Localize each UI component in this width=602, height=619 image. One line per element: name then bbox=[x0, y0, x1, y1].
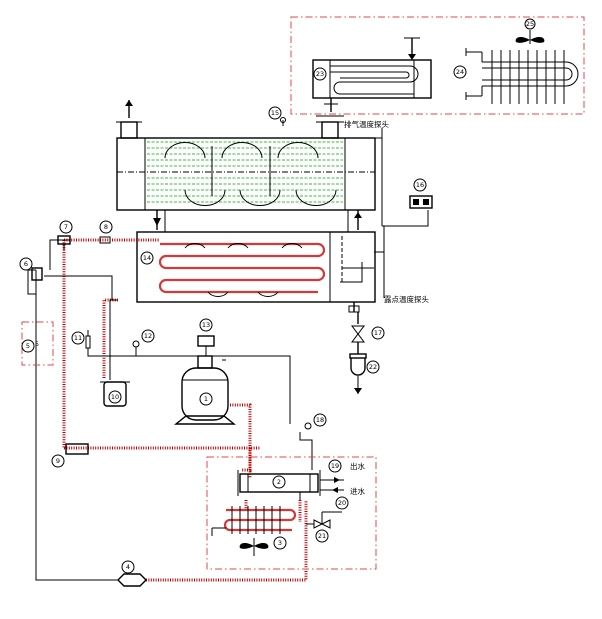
svg-text:7: 7 bbox=[64, 223, 68, 231]
air-condenser-coil bbox=[465, 30, 579, 104]
svg-text:5: 5 bbox=[26, 342, 30, 350]
arrow-icon bbox=[125, 100, 133, 106]
callout-25: 25 bbox=[524, 18, 536, 30]
sight-glass bbox=[65, 443, 89, 455]
svg-text:21: 21 bbox=[318, 532, 326, 540]
callout-18: 18 bbox=[313, 413, 327, 427]
refrigerant-circuit bbox=[62, 238, 308, 582]
solenoid-valve bbox=[99, 236, 111, 244]
svg-text:24: 24 bbox=[456, 68, 464, 76]
callout-17: 17 bbox=[371, 326, 385, 340]
callout-9: 9 bbox=[51, 454, 65, 468]
top-right-frame bbox=[290, 16, 585, 115]
arrow-icon bbox=[354, 388, 362, 394]
svg-text:10: 10 bbox=[111, 393, 119, 401]
compressor bbox=[174, 355, 236, 425]
auto-drain-trap bbox=[349, 353, 367, 394]
callout-11: 11 bbox=[71, 331, 85, 345]
svg-text:11: 11 bbox=[74, 334, 82, 342]
pressure-gauge-high bbox=[304, 422, 312, 430]
svg-text:3: 3 bbox=[278, 539, 282, 547]
box5-text: 5 bbox=[35, 341, 39, 348]
svg-text:15: 15 bbox=[271, 109, 279, 117]
callout-4: 4 bbox=[121, 560, 135, 574]
bypass-valve bbox=[31, 267, 43, 281]
fan-icon bbox=[239, 538, 269, 556]
pressure-gauge bbox=[132, 340, 140, 348]
callout-10: 10 bbox=[108, 390, 122, 404]
svg-text:2: 2 bbox=[277, 478, 281, 486]
callout-6: 6 bbox=[19, 257, 33, 271]
water-in-label: 进水 bbox=[350, 486, 365, 496]
pressure-switch bbox=[197, 335, 215, 356]
service-valve bbox=[85, 335, 91, 349]
water-cooled-condenser bbox=[237, 470, 344, 500]
water-regulating-valve bbox=[306, 511, 342, 529]
bottom-right-frame bbox=[206, 456, 377, 570]
arrow-icon bbox=[334, 477, 340, 483]
svg-text:6: 6 bbox=[24, 260, 28, 268]
svg-text:25: 25 bbox=[526, 20, 534, 28]
callout-24: 24 bbox=[453, 65, 467, 79]
control-lines bbox=[27, 239, 313, 581]
callout-16: 16 bbox=[413, 178, 427, 192]
water-out-label: 出水 bbox=[350, 461, 365, 471]
svg-text:9: 9 bbox=[56, 457, 60, 465]
callout-14: 14 bbox=[140, 251, 154, 265]
fan-icon bbox=[515, 30, 545, 44]
svg-text:17: 17 bbox=[374, 329, 382, 337]
evaporator bbox=[136, 231, 376, 313]
svg-text:23: 23 bbox=[316, 70, 324, 78]
aftercooler-exchanger bbox=[312, 37, 432, 112]
arrow-icon bbox=[332, 487, 338, 493]
svg-text:14: 14 bbox=[143, 254, 151, 262]
callout-13: 13 bbox=[199, 318, 213, 332]
callout-8: 8 bbox=[99, 220, 113, 234]
arrow-icon bbox=[354, 212, 362, 218]
svg-text:20: 20 bbox=[338, 499, 346, 507]
svg-text:4: 4 bbox=[126, 563, 130, 571]
svg-text:12: 12 bbox=[144, 332, 152, 340]
svg-text:8: 8 bbox=[104, 223, 108, 231]
expansion-valve bbox=[57, 235, 71, 250]
air-heat-exchanger-shell bbox=[116, 100, 376, 211]
svg-text:22: 22 bbox=[369, 363, 377, 371]
callout-20: 20 bbox=[335, 496, 349, 510]
svg-text:18: 18 bbox=[316, 416, 324, 424]
arrow-icon bbox=[408, 54, 416, 60]
callout-21: 21 bbox=[315, 529, 329, 543]
svg-text:19: 19 bbox=[331, 462, 339, 470]
callout-3: 3 bbox=[273, 536, 287, 550]
svg-text:13: 13 bbox=[202, 321, 210, 329]
arrow-icon bbox=[153, 218, 161, 226]
filter-drier bbox=[117, 573, 147, 587]
drain-valve bbox=[351, 312, 365, 354]
exhaust-probe-label: 排气温度探头 bbox=[344, 119, 389, 129]
callout-23: 23 bbox=[313, 67, 327, 81]
callout-19: 19 bbox=[328, 459, 342, 473]
callout-12: 12 bbox=[141, 329, 155, 343]
temperature-controller bbox=[409, 195, 433, 209]
callouts: 1 2 3 4 5 6 7 8 9 10 11 12 13 14 15 16 1… bbox=[19, 18, 536, 574]
callout-1: 1 bbox=[199, 392, 213, 406]
callout-15: 15 bbox=[268, 106, 282, 120]
dewpoint-probe-label: 露点温度探头 bbox=[384, 294, 429, 304]
svg-text:1: 1 bbox=[204, 395, 208, 403]
callout-22: 22 bbox=[366, 360, 380, 374]
callout-5: 5 bbox=[21, 339, 35, 353]
liquid-separator bbox=[100, 381, 130, 407]
callout-2: 2 bbox=[272, 475, 286, 489]
svg-text:16: 16 bbox=[416, 181, 424, 189]
fin-pack bbox=[147, 141, 343, 203]
callout-7: 7 bbox=[59, 220, 73, 234]
